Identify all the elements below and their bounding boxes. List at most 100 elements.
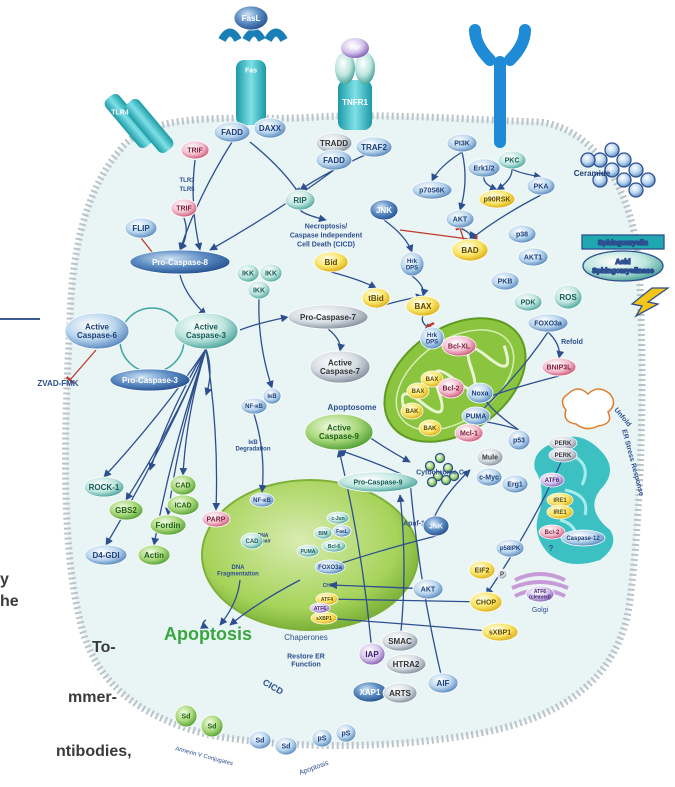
node-label: Bid — [325, 258, 338, 267]
node-shape — [420, 370, 444, 388]
node-trif2: TRIF — [170, 198, 198, 218]
node-shape — [355, 136, 393, 158]
node-label: p38 — [516, 231, 528, 238]
node-shape — [381, 630, 419, 652]
node-chop2: CHOP — [469, 591, 503, 613]
node-shape — [546, 504, 574, 520]
side-text-2: he — [0, 593, 19, 610]
node-shape — [240, 532, 264, 550]
ceramide-bubble — [628, 182, 644, 198]
node-shape — [129, 249, 231, 275]
node-p53: p53 — [507, 429, 531, 451]
node-label: Apaf-1 — [403, 520, 425, 527]
node-jnk: JNK — [369, 199, 399, 221]
node-shape — [337, 471, 419, 493]
node-ikk1: IKK — [236, 263, 260, 283]
node-ps1: pS — [311, 728, 333, 748]
node-label: Mule — [482, 454, 498, 461]
golgi-label: Golgi — [532, 607, 549, 614]
node-shape — [213, 121, 251, 143]
node-label: Sd — [208, 723, 217, 730]
node-p38: p38 — [507, 224, 537, 244]
node-pdk: PDK — [513, 292, 543, 312]
node-label: Ceramide — [574, 169, 611, 178]
pathway-arrow — [383, 219, 414, 253]
node-label: ICAD — [174, 502, 191, 509]
node-label: Noxa — [471, 390, 488, 397]
node-shape — [326, 511, 350, 525]
ceramide-bubble — [616, 152, 632, 168]
ceramide-bubble — [604, 142, 620, 158]
node-procasp3: Pro-Caspase-3 — [109, 368, 191, 392]
node-label: FADD — [221, 128, 243, 137]
node-shape — [526, 176, 556, 196]
node-label: Cell Death (CICD) — [297, 241, 355, 248]
node-apaf1: Apaf-1 — [403, 520, 425, 527]
node-xap1: XAP1 — [352, 681, 388, 703]
side-rule — [0, 318, 40, 320]
node-label: PERK — [555, 453, 572, 459]
node-label: TRIF — [187, 147, 203, 154]
node-label: JNK — [429, 523, 443, 530]
node-perk2: PERK — [548, 447, 578, 463]
node-pka: PKA — [526, 176, 556, 196]
node-atf6b: ATF6 — [309, 602, 331, 614]
node-shape — [548, 447, 578, 463]
node-label: BAX — [426, 377, 439, 383]
node-label: FasL — [336, 529, 348, 535]
node-label: sXBP1 — [316, 616, 332, 622]
node-shape — [166, 494, 200, 516]
node-shape — [249, 492, 275, 508]
node-label: CHOP — [476, 599, 497, 606]
pathway-arrow — [483, 176, 498, 191]
node-label: sXBP1 — [489, 629, 511, 636]
ceramide-bubble — [604, 162, 620, 178]
node-label: TLR4 — [99, 125, 117, 132]
node-label: ? — [549, 544, 554, 553]
node-shape — [361, 287, 391, 309]
node-procasp9: Pro-Caspase-9 — [337, 471, 419, 493]
node-label: IRE1 — [553, 498, 567, 504]
node-foxo3a: FOXO3a — [527, 313, 569, 333]
ceramide-bubble — [640, 172, 656, 188]
node-xbp1: sXBP1 — [310, 611, 338, 625]
node-label: BAK — [406, 409, 420, 415]
node-bak1: BAK — [400, 402, 424, 420]
sphingomyelin-bar — [581, 234, 665, 250]
node-label: PUMA — [466, 413, 487, 420]
node-jnk2: JNK — [422, 515, 450, 537]
node-bid: Bid — [313, 251, 349, 273]
node-shape — [149, 514, 187, 536]
node-shape — [454, 423, 484, 443]
node-label: RIP — [293, 196, 307, 205]
pathway-arrow — [178, 141, 233, 251]
node-pkb: PKB — [490, 271, 520, 291]
node-label: Mcl-1 — [460, 430, 478, 437]
apoptosis-label: Apoptosis — [164, 624, 252, 644]
node-shape — [466, 382, 494, 404]
node-shape — [236, 263, 260, 283]
node-label: SMAC — [388, 637, 412, 646]
node-label: tBid — [368, 294, 384, 303]
node-shape — [427, 672, 459, 694]
pathway-arrow — [411, 275, 429, 297]
node-shape — [495, 538, 525, 558]
node-erk: Erk1/2 — [467, 158, 501, 178]
node-label: ATF6(cleaved) — [529, 589, 551, 601]
node-tbid: tBid — [361, 287, 391, 309]
refold-label: Refold — [561, 339, 583, 346]
node-label: PDK — [521, 299, 536, 306]
node-shape — [553, 284, 583, 310]
node-shape — [83, 476, 125, 498]
node-label: D4-GDI — [92, 551, 119, 560]
node-label: Caspase-12 — [566, 536, 600, 542]
node-shape — [382, 682, 418, 704]
node-label: TLR4 — [111, 109, 129, 116]
